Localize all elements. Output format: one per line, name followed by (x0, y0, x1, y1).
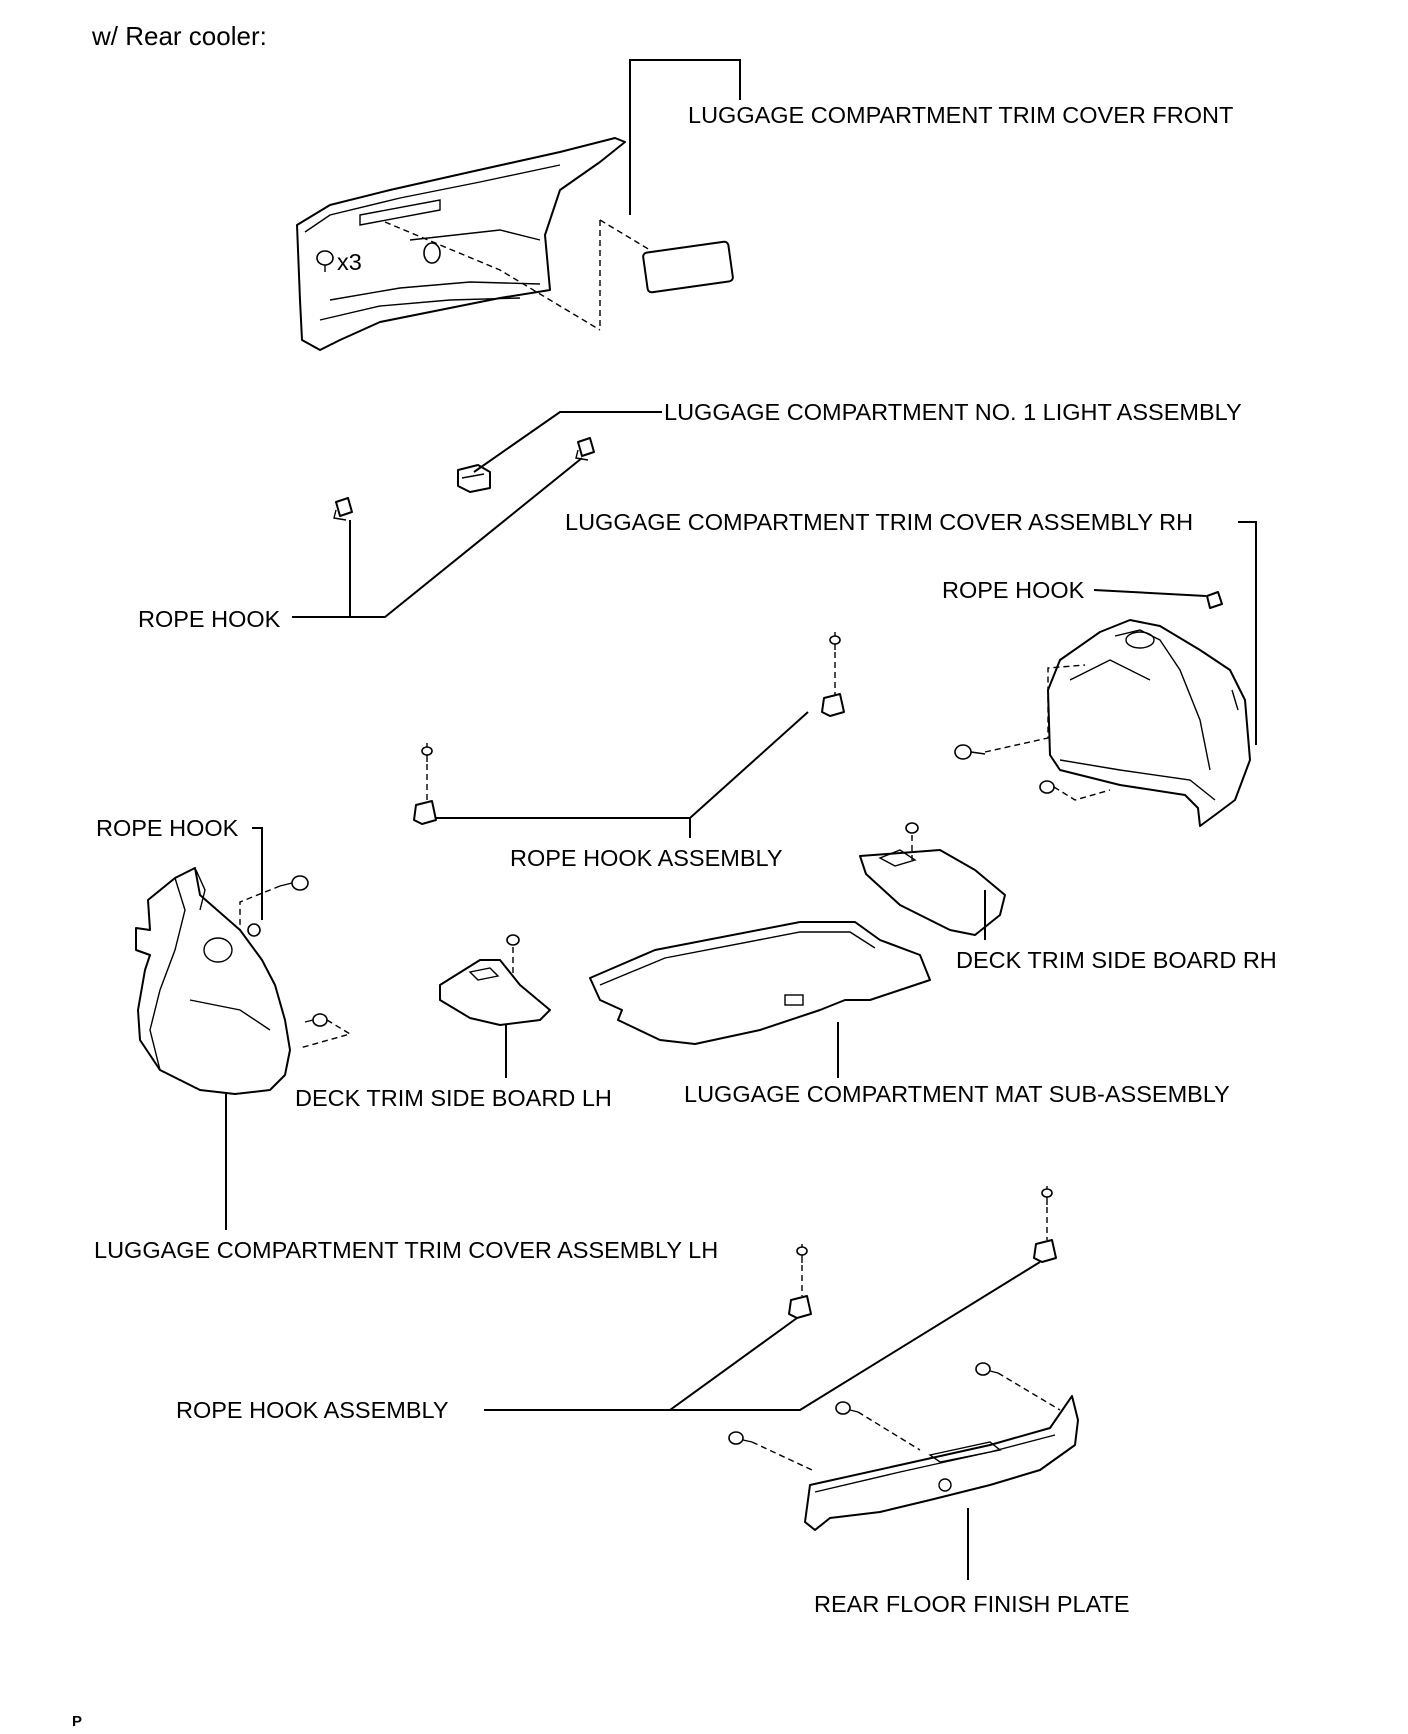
rope-hook-lh-part (247, 923, 261, 937)
deck-board-lh-part (439, 934, 551, 1026)
lh-clip-dashline (299, 1019, 352, 1049)
plate-screw-dashline-3 (997, 1372, 1061, 1411)
leader-trim-cover-front (629, 59, 741, 215)
label-luggage-mat: LUGGAGE COMPARTMENT MAT SUB-ASSEMBLY (684, 1081, 1230, 1107)
label-rope-hook-assembly-upper: ROPE HOOK ASSEMBLY (510, 845, 783, 871)
label-trim-cover-lh: LUGGAGE COMPARTMENT TRIM COVER ASSEMBLY … (94, 1237, 718, 1263)
condition-heading: w/ Rear cooler: (91, 21, 267, 51)
lh-clip-screws (279, 875, 328, 1027)
luggage-mat-part (589, 921, 931, 1045)
trim-cover-rh-part (1047, 619, 1251, 827)
leader-light-assembly (473, 411, 662, 473)
deck-board-rh-part (859, 822, 1006, 936)
clip-quantity: x3 (337, 249, 362, 275)
label-rope-hook-upper-left: ROPE HOOK (138, 606, 281, 632)
leader-trim-cover-rh (1238, 521, 1257, 745)
label-deck-board-lh: DECK TRIM SIDE BOARD LH (295, 1085, 612, 1111)
rope-hook-assembly-lower-left (788, 1244, 812, 1319)
rh-screw-dashline (984, 664, 1086, 753)
trim-cover-front-part (296, 137, 734, 351)
rh-clip-dashline (1053, 786, 1111, 801)
label-deck-board-rh: DECK TRIM SIDE BOARD RH (956, 947, 1277, 973)
plate-screw-dashline-2 (857, 1411, 921, 1451)
label-light-assembly: LUGGAGE COMPARTMENT NO. 1 LIGHT ASSEMBLY (664, 399, 1242, 425)
label-trim-cover-rh: LUGGAGE COMPARTMENT TRIM COVER ASSEMBLY … (565, 509, 1193, 535)
leader-rope-hook-assembly-lower (484, 1261, 1041, 1411)
leader-rope-hook-lh (252, 827, 263, 920)
rope-hook-rh-part (1206, 591, 1223, 609)
label-rope-hook-assembly-lower: ROPE HOOK ASSEMBLY (176, 1397, 449, 1423)
leader-rope-hook-assembly-upper (436, 711, 809, 838)
rear-plate-screws (728, 1362, 999, 1445)
label-rope-hook-lh: ROPE HOOK (96, 815, 239, 841)
rope-hook-assembly-upper-right (821, 632, 845, 717)
rear-floor-plate-part (804, 1395, 1079, 1531)
rh-clip-screw (954, 744, 986, 760)
light-assembly-part (457, 464, 491, 493)
leader-rope-hook-upper (292, 457, 583, 618)
page-mark: P (72, 1713, 82, 1730)
trim-cover-lh-part (135, 867, 291, 1095)
leader-rope-hook-rh (1093, 589, 1207, 597)
rope-hook-upper-left-part (333, 497, 353, 521)
label-trim-cover-front: LUGGAGE COMPARTMENT TRIM COVER FRONT (688, 102, 1233, 128)
rope-hook-assembly-lower-right (1033, 1186, 1057, 1263)
label-rope-hook-rh: ROPE HOOK (942, 577, 1085, 603)
rope-hook-upper-right-part (575, 437, 595, 461)
label-rear-floor-plate: REAR FLOOR FINISH PLATE (814, 1591, 1130, 1617)
rh-lower-clip (1039, 780, 1055, 794)
lh-screw-dashline (239, 885, 281, 940)
rope-hook-assembly-upper-left (413, 743, 437, 825)
plate-screw-dashline-1 (751, 1441, 813, 1471)
